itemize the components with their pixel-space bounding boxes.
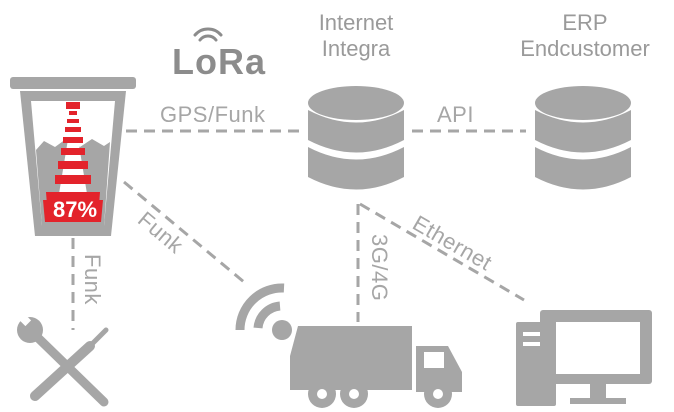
database-icon-integra [308, 86, 404, 190]
erp-endcustomer-label: ERP Endcustomer [500, 10, 670, 62]
link-label-3g4g: 3G/4G [367, 234, 392, 302]
link-label-funk-vertical: Funk [80, 254, 105, 305]
link-bin-to-truck [123, 180, 245, 284]
internet-integra-line1: Internet [318, 10, 394, 35]
lora-logo: LoRa [172, 41, 266, 82]
link-label-api: API [437, 102, 474, 127]
erp-line1: ERP [562, 10, 608, 35]
desktop-computer-icon [516, 310, 652, 406]
waste-bin-sensor-icon [10, 77, 136, 236]
lora-signal-icon [193, 27, 223, 42]
garbage-truck-icon [290, 326, 462, 408]
wrench-screwdriver-icon [16, 311, 109, 407]
link-integra-to-computer [359, 202, 525, 302]
internet-integra-line2: Integra [321, 36, 391, 61]
erp-line2: Endcustomer [520, 36, 650, 61]
fill-level-badge: 87% [52, 197, 98, 222]
internet-integra-label: Internet Integra [296, 10, 416, 62]
link-label-gps-funk: GPS/Funk [160, 102, 266, 127]
database-icon-erp [535, 86, 631, 190]
wifi-signal-icon [235, 283, 292, 340]
